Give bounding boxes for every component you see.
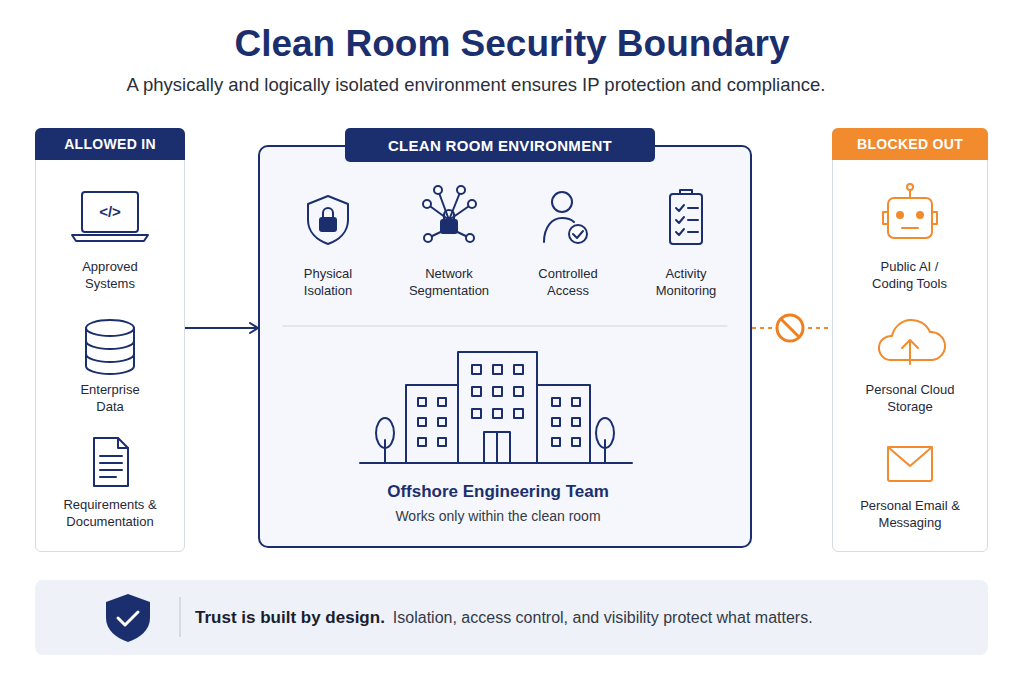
item-label: Approved Systems — [65, 258, 155, 292]
user-check-icon — [573, 231, 583, 238]
prohibition-sign — [777, 315, 803, 341]
network-lock-icon — [441, 220, 457, 233]
text-row: Trust is built by design. Isolation, acce… — [195, 580, 813, 655]
item-label: Personal Email & Messaging — [851, 497, 969, 531]
building-illustration — [496, 432, 498, 463]
node-body: Isolation, access control, and visibilit… — [393, 609, 813, 627]
diagram-title: Clean Room Security Boundary — [0, 22, 1024, 66]
item-label: Enterprise Data — [70, 381, 150, 415]
feature-label: Controlled Access — [528, 265, 608, 299]
robot-icon — [909, 190, 911, 198]
footer-shield-icon — [118, 612, 138, 625]
diagram-subtitle: A physically and logically isolated envi… — [0, 73, 952, 97]
item-label: Personal Cloud Storage — [860, 381, 960, 415]
prohibition-sign — [781, 319, 799, 337]
network-lock-icon — [457, 186, 465, 194]
feature-label: Physical Isolation — [288, 265, 368, 299]
robot-icon — [917, 212, 923, 218]
item-label: Public AI / Coding Tools — [862, 258, 957, 292]
team-note: Works only within the clean room — [348, 507, 648, 525]
shield-lock-icon — [320, 218, 336, 231]
team-heading: Offshore Engineering Team — [348, 481, 648, 503]
network-lock-icon — [434, 186, 442, 194]
network-lock-icon — [466, 234, 474, 242]
feature-label: Activity Monitoring — [646, 265, 726, 299]
robot-icon — [902, 227, 918, 229]
icon-glyph: </> — [90, 203, 130, 221]
building-illustration — [604, 440, 606, 463]
node-heading: Trust is built by design. — [195, 608, 385, 628]
footer-band: Trust is built by design. Isolation, acce… — [35, 580, 988, 655]
network-lock-icon — [423, 200, 431, 208]
dashed-connector — [752, 327, 832, 329]
node-heading: ALLOWED IN — [35, 128, 185, 160]
feature-label: Network Segmentation — [399, 265, 499, 299]
item-label: Requirements & Documentation — [50, 496, 170, 530]
divider-line — [283, 326, 727, 327]
node-heading: CLEAN ROOM ENVIRONMENT — [345, 128, 655, 162]
node-heading: BLOCKED OUT — [832, 128, 988, 160]
building-illustration — [384, 440, 386, 463]
robot-icon — [897, 212, 903, 218]
prohibition-sign — [777, 315, 803, 341]
network-lock-icon — [468, 200, 476, 208]
network-lock-icon — [424, 234, 432, 242]
footer-divider — [180, 597, 181, 637]
user-check-icon — [569, 225, 587, 243]
footer-divider — [179, 597, 180, 637]
arrow-connector — [185, 327, 258, 329]
